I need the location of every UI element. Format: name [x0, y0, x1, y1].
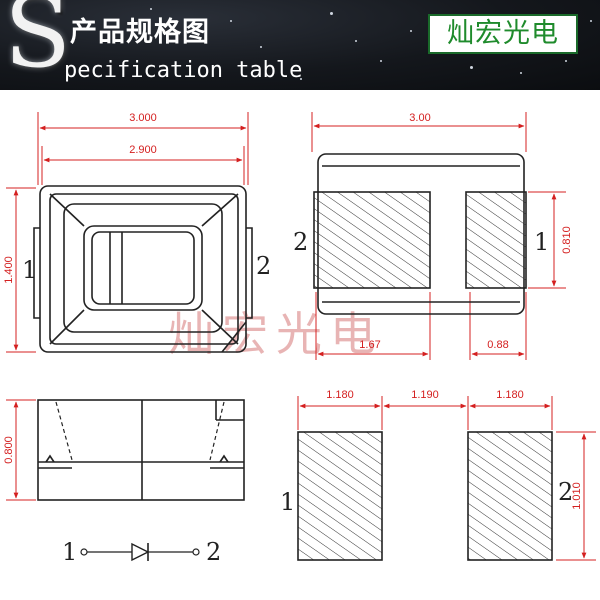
- anode-label: 1: [62, 538, 77, 566]
- watermark-text: 灿宏光电: [168, 307, 384, 361]
- dim-pad-height: 0.810: [561, 226, 573, 254]
- dim-pad-right-width: 0.88: [487, 339, 508, 351]
- dim-pad-a: 1.180: [326, 389, 354, 401]
- pin-label-2: 2: [293, 228, 308, 256]
- side-view: 0.800: [3, 399, 245, 501]
- pin-label-1: 1: [280, 488, 295, 516]
- pin-label-1: 1: [534, 228, 549, 256]
- header-banner: S 产品规格图 pecification table 灿宏光电: [0, 0, 600, 90]
- page-title: 产品规格图: [70, 17, 210, 48]
- dim-outer-width: 3.000: [129, 112, 157, 124]
- top-view: 3.000 2.900 1.400 1 2: [3, 112, 271, 353]
- dim-width: 3.00: [409, 112, 430, 124]
- diode-symbol: 1 2: [62, 538, 221, 566]
- dim-inner-width: 2.900: [129, 144, 157, 156]
- cathode-label: 2: [206, 538, 221, 566]
- dim-pad-left-width: 1.67: [359, 339, 380, 351]
- dim-gap: 1.190: [411, 389, 439, 401]
- dim-height: 1.400: [3, 256, 15, 284]
- dim-height: 1.010: [571, 482, 583, 510]
- dim-pad-b: 1.180: [496, 389, 524, 401]
- pin-label-1: 1: [22, 256, 37, 284]
- dim-height: 0.800: [3, 436, 15, 464]
- pin-label-2: 2: [558, 478, 573, 506]
- pin-label-2: 2: [256, 252, 271, 280]
- page-subtitle: pecification table: [64, 58, 303, 83]
- diode-triangle: [131, 542, 150, 562]
- technical-drawing: 灿宏光电 3.000 2.900 1.400: [3, 112, 596, 566]
- brand-label: 灿宏光电: [428, 14, 578, 54]
- bottom-view: 3.00 0.810 1.67 0.88 2 1: [293, 112, 573, 360]
- footprint-view: 1.180 1.190 1.180 1.010 1 2: [280, 389, 596, 561]
- logo-letter: S: [4, 0, 72, 90]
